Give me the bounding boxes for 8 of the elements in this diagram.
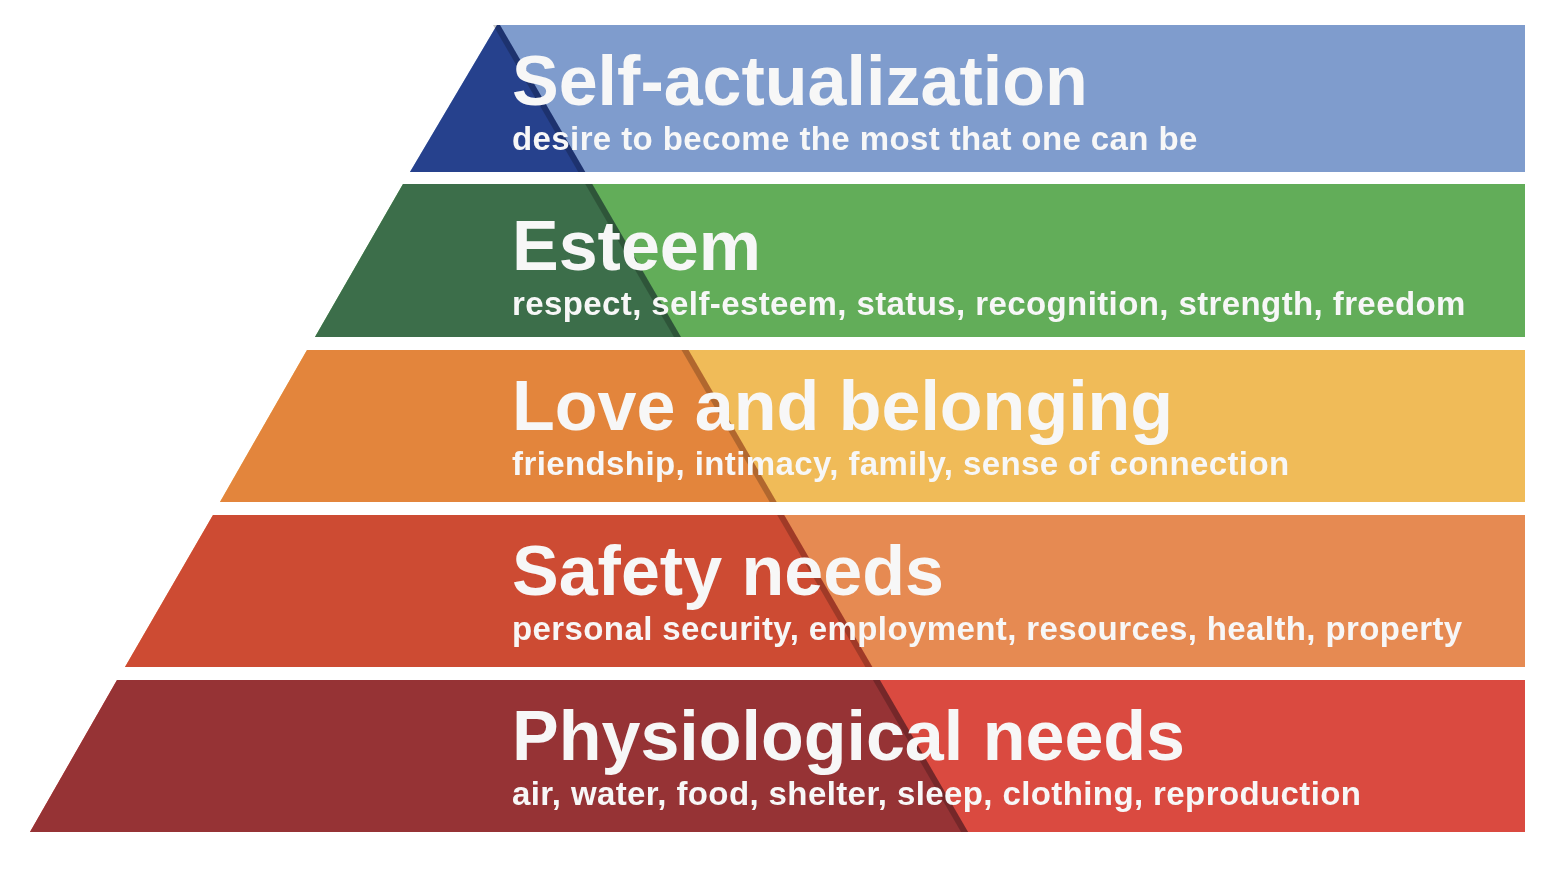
pyramid-tier: [315, 184, 1525, 337]
pyramid-tier: [220, 350, 1525, 502]
tier-description: air, water, food, shelter, sleep, clothing, reproduction: [512, 777, 1362, 811]
tier-description: personal security, employment, resources, health, property: [512, 612, 1463, 646]
tier-description: friendship, intimacy, family, sense of connection: [512, 447, 1290, 481]
tier-description: desire to become the most that one can be: [512, 122, 1198, 156]
pyramid-tier: [125, 515, 1525, 667]
pyramid-tier: [30, 680, 1525, 832]
